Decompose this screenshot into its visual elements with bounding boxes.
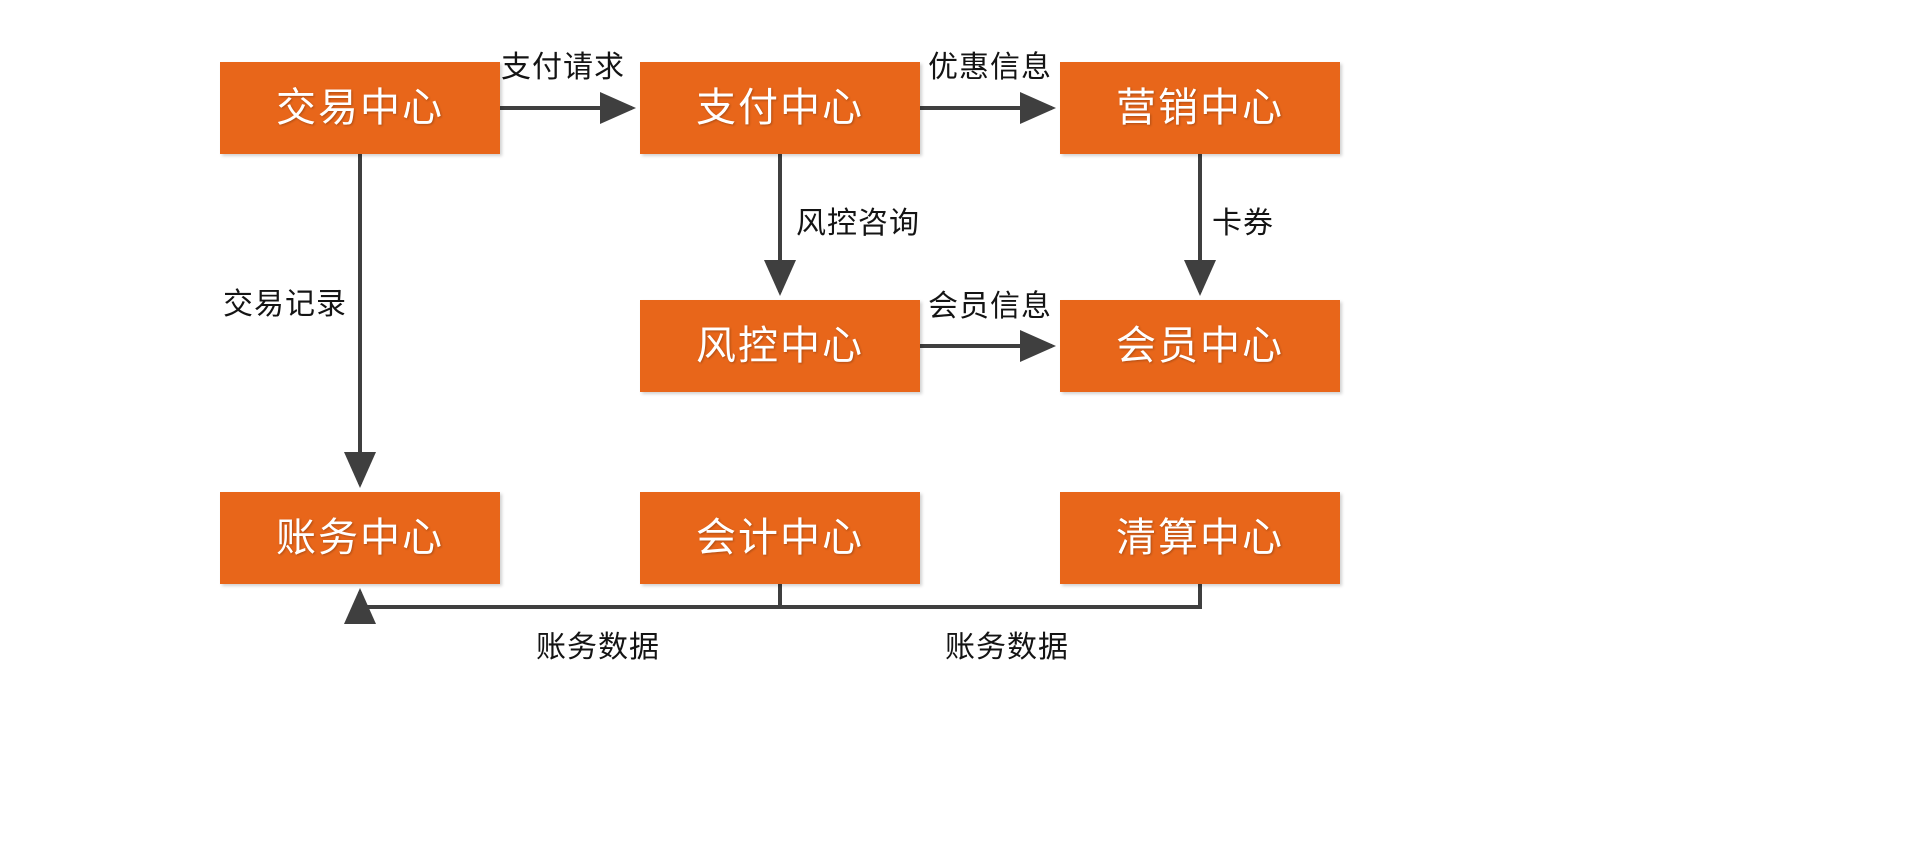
edge-settle-to-account <box>780 584 1202 609</box>
edge-label-payment-request: 支付请求 <box>501 51 625 84</box>
node-label: 交易中心 <box>276 86 444 130</box>
node-label: 会计中心 <box>696 516 864 560</box>
node-label: 营销中心 <box>1116 86 1284 130</box>
node-label: 风控中心 <box>696 324 864 368</box>
node-payment-center[interactable]: 支付中心 <box>640 62 920 154</box>
node-trade-center[interactable]: 交易中心 <box>220 62 500 154</box>
edge-label-account-data-right: 账务数据 <box>945 631 1069 664</box>
node-label: 会员中心 <box>1116 324 1284 368</box>
edge-finance-to-account <box>344 584 782 624</box>
node-finance-center[interactable]: 会计中心 <box>640 492 920 584</box>
edge-label-trade-record: 交易记录 <box>223 288 347 321</box>
edge-label-account-data-left: 账务数据 <box>536 631 660 664</box>
node-risk-center[interactable]: 风控中心 <box>640 300 920 392</box>
edge-label-risk-consult: 风控咨询 <box>796 207 920 240</box>
node-marketing-center[interactable]: 营销中心 <box>1060 62 1340 154</box>
node-label: 账务中心 <box>276 516 444 560</box>
node-settlement-center[interactable]: 清算中心 <box>1060 492 1340 584</box>
node-member-center[interactable]: 会员中心 <box>1060 300 1340 392</box>
edge-label-member-info: 会员信息 <box>928 290 1052 323</box>
edge-label-promotion-info: 优惠信息 <box>928 51 1052 84</box>
node-label: 清算中心 <box>1116 516 1284 560</box>
node-label: 支付中心 <box>696 86 864 130</box>
node-account-center[interactable]: 账务中心 <box>220 492 500 584</box>
edge-label-coupon: 卡券 <box>1212 207 1274 240</box>
